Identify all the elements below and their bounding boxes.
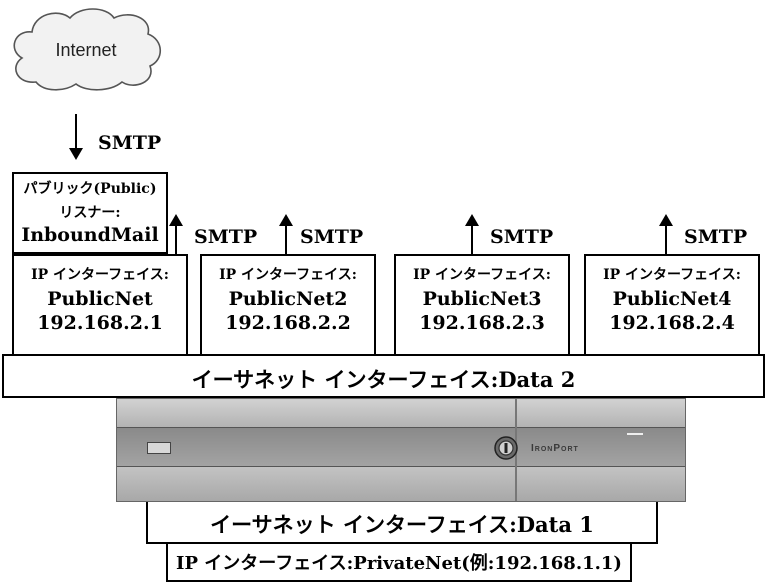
listener-box: パブリック(Public) リスナー: InboundMail xyxy=(12,172,168,254)
appliance-slot xyxy=(147,442,171,454)
ip-interface-box-1: IP インターフェイス: PublicNet 192.168.2.1 xyxy=(12,254,188,356)
ip-interface-label: IP インターフェイス: xyxy=(413,267,551,283)
appliance-front-panel xyxy=(117,427,685,467)
ethernet-interface-data2: イーサネット インターフェイス:Data 2 xyxy=(2,354,765,398)
private-ip-interface-label: IP インターフェイス:PrivateNet(例:192.168.1.1) xyxy=(176,553,622,574)
ip-interface-address: 192.168.2.1 xyxy=(37,312,163,334)
ip-interface-name: PublicNet3 xyxy=(422,288,542,310)
ip-interface-label: IP インターフェイス: xyxy=(31,267,169,283)
ethernet-data1-label: イーサネット インターフェイス:Data 1 xyxy=(210,512,594,537)
internet-cloud: Internet xyxy=(13,8,162,91)
appliance-led xyxy=(627,433,643,435)
outbound-smtp-label-4: SMTP xyxy=(684,226,748,248)
appliance-brand: IronPort xyxy=(531,443,579,454)
ip-interface-box-4: IP インターフェイス: PublicNet4 192.168.2.4 xyxy=(584,254,760,356)
appliance-chassis: IronPort xyxy=(116,398,686,502)
ip-interface-name: PublicNet2 xyxy=(228,288,348,310)
inbound-arrow-icon xyxy=(69,114,83,160)
outbound-smtp-label-2: SMTP xyxy=(300,226,364,248)
ethernet-interface-data1: イーサネット インターフェイス:Data 1 xyxy=(146,502,658,544)
outbound-arrow-icon xyxy=(169,214,183,256)
ip-interface-label: IP インターフェイス: xyxy=(219,267,357,283)
listener-name: InboundMail xyxy=(21,224,159,246)
listener-line1: パブリック(Public) xyxy=(23,181,157,197)
ethernet-data2-label: イーサネット インターフェイス:Data 2 xyxy=(191,367,576,392)
listener-line2: リスナー: xyxy=(59,205,121,221)
ip-interface-box-3: IP インターフェイス: PublicNet3 192.168.2.3 xyxy=(394,254,570,356)
outbound-arrow-icon xyxy=(279,214,293,256)
ip-interface-address: 192.168.2.4 xyxy=(609,312,735,334)
ip-interface-address: 192.168.2.3 xyxy=(419,312,545,334)
ip-interface-box-2: IP インターフェイス: PublicNet2 192.168.2.2 xyxy=(200,254,376,356)
inbound-smtp-label: SMTP xyxy=(98,132,162,154)
ip-interface-name: PublicNet xyxy=(47,288,153,310)
ironport-logo-icon xyxy=(494,436,518,460)
appliance-top-panel xyxy=(117,399,685,427)
outbound-smtp-label-1: SMTP xyxy=(194,226,258,248)
outbound-arrow-icon xyxy=(465,214,479,256)
internet-label: Internet xyxy=(55,40,116,60)
private-ip-interface: IP インターフェイス:PrivateNet(例:192.168.1.1) xyxy=(166,544,632,582)
appliance-bottom-panel xyxy=(117,467,685,501)
ip-interface-name: PublicNet4 xyxy=(612,288,732,310)
ip-interface-address: 192.168.2.2 xyxy=(225,312,351,334)
ip-interface-label: IP インターフェイス: xyxy=(603,267,741,283)
outbound-smtp-label-3: SMTP xyxy=(490,226,554,248)
outbound-arrow-icon xyxy=(659,214,673,256)
